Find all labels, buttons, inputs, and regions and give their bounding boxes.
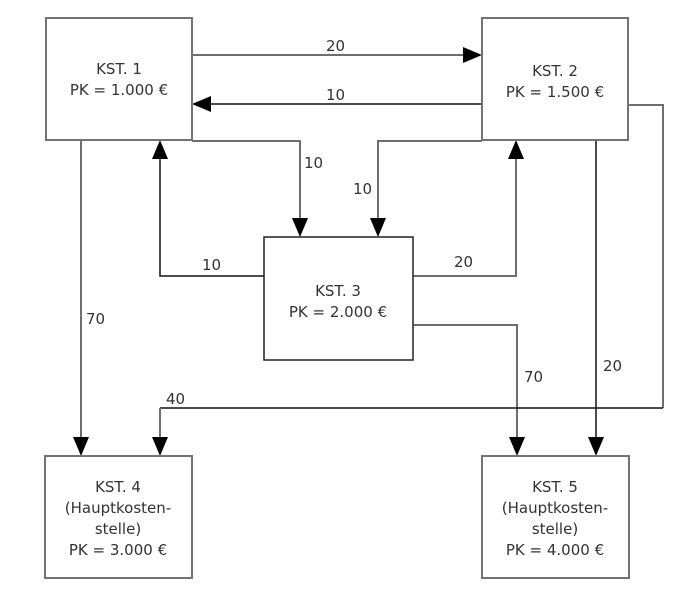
edge-label: 20 xyxy=(326,37,345,55)
edge-label: 10 xyxy=(304,154,323,172)
edge-label: 20 xyxy=(603,357,622,375)
edge-kst3-kst2: 20 xyxy=(413,140,524,277)
node-title: KST. 3 xyxy=(315,282,361,300)
node-title: KST. 5 xyxy=(532,478,578,496)
edge-label: 10 xyxy=(353,180,372,198)
node-subtitle-2: stelle) xyxy=(532,520,578,538)
edge-kst2-kst3: 10 xyxy=(353,140,482,237)
node-kst1: KST. 1 PK = 1.000 € xyxy=(45,17,193,141)
node-cost: PK = 1.000 € xyxy=(70,81,168,99)
edge-kst1-kst4: 70 xyxy=(73,141,105,456)
edge-label: 20 xyxy=(454,253,473,271)
edge-label: 70 xyxy=(86,310,105,328)
edge-label: 10 xyxy=(326,86,345,104)
node-cost: PK = 3.000 € xyxy=(69,541,167,559)
edge-label: 10 xyxy=(202,256,221,274)
edge-kst1-kst2: 20 xyxy=(192,37,482,63)
node-title: KST. 1 xyxy=(96,60,142,78)
node-kst3: KST. 3 PK = 2.000 € xyxy=(263,236,414,361)
node-subtitle-1: (Hauptkosten- xyxy=(502,499,608,517)
node-subtitle-2: stelle) xyxy=(95,520,141,538)
edge-kst3-kst1: 10 xyxy=(152,140,264,277)
edge-label: 70 xyxy=(524,368,543,386)
node-kst5: KST. 5 (Hauptkosten- stelle) PK = 4.000 … xyxy=(481,455,630,579)
node-cost: PK = 4.000 € xyxy=(506,541,604,559)
edge-kst2-kst1: 10 xyxy=(192,86,482,112)
node-title: KST. 4 xyxy=(95,478,141,496)
node-kst4: KST. 4 (Hauptkosten- stelle) PK = 3.000 … xyxy=(44,455,193,579)
edge-kst1-kst3: 10 xyxy=(192,140,323,237)
edge-kst2-kst5: 20 xyxy=(588,141,622,456)
node-cost: PK = 1.500 € xyxy=(506,83,604,101)
node-title: KST. 2 xyxy=(532,62,578,80)
node-cost: PK = 2.000 € xyxy=(289,303,387,321)
edge-kst3-kst5: 70 xyxy=(413,324,543,456)
edge-kst2-kst4: 40 xyxy=(152,104,664,456)
edge-label: 40 xyxy=(166,390,185,408)
node-kst2: KST. 2 PK = 1.500 € xyxy=(481,17,629,141)
node-subtitle-1: (Hauptkosten- xyxy=(65,499,171,517)
